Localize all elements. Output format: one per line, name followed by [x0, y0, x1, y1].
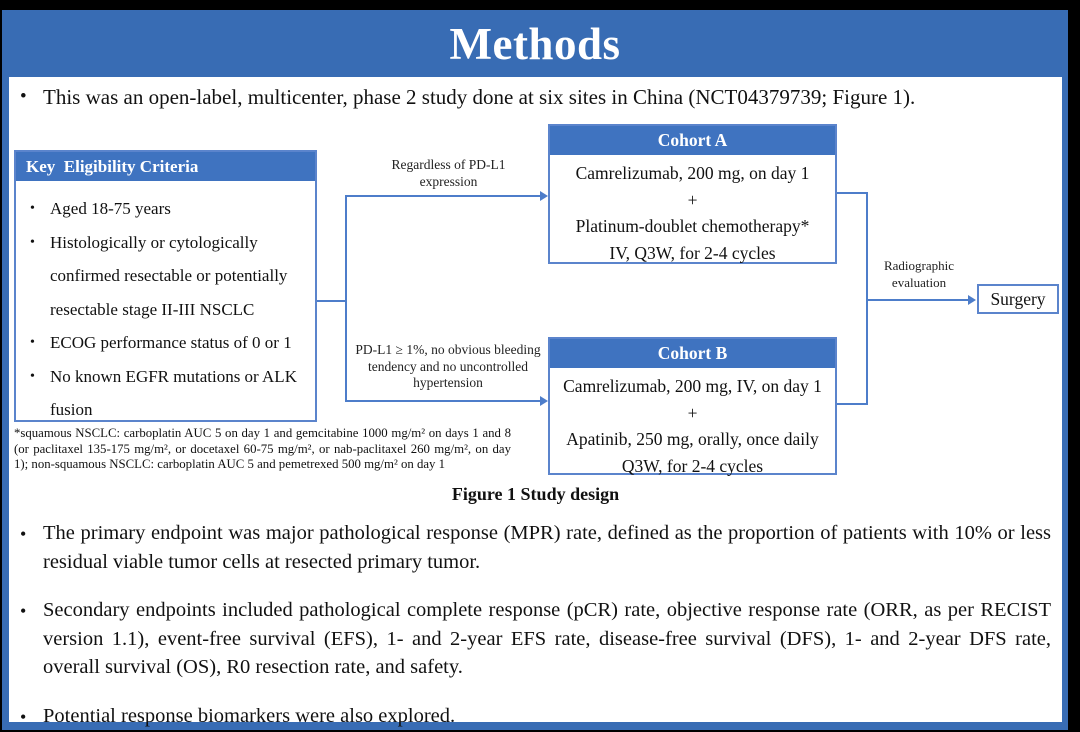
intro-bullet: This was an open-label, multicenter, pha… — [20, 83, 1050, 111]
eligibility-item: ECOG performance status of 0 or 1 — [24, 326, 309, 360]
connector-from-cohort-a — [837, 192, 868, 194]
connector-eligibility-stem — [317, 300, 345, 302]
cohort-b-body: Camrelizumab, 200 mg, IV, on day 1 + Apa… — [550, 368, 835, 479]
cohort-b-header: Cohort B — [550, 339, 835, 368]
connector-branch-vertical — [345, 195, 347, 402]
cohort-b-line: Apatinib, 250 mg, orally, once daily — [566, 429, 819, 449]
branch-a-label: Regardless of PD-L1 expression — [391, 157, 506, 189]
connector-to-cohort-b — [345, 400, 540, 402]
surgery-box: Surgery — [977, 284, 1059, 314]
surgery-label: Surgery — [990, 288, 1046, 309]
connector-merge-vertical — [866, 192, 868, 405]
primary-endpoint-bullet: The primary endpoint was major pathologi… — [20, 519, 1051, 576]
arrowhead-cohort-a — [540, 191, 548, 201]
eligibility-box: Key Eligibility Criteria Aged 18-75 year… — [14, 150, 317, 422]
radiographic-evaluation-label: Radiographic evaluation — [883, 258, 955, 290]
connector-to-cohort-a — [345, 195, 540, 197]
cohort-b-line: + — [687, 402, 698, 423]
secondary-endpoints-bullet: Secondary endpoints included pathologica… — [20, 596, 1051, 682]
cohort-b-line: Camrelizumab, 200 mg, IV, on day 1 — [563, 376, 822, 396]
branch-b-label: PD-L1 ≥ 1%, no obvious bleeding tendency… — [355, 342, 541, 390]
cohort-a-header: Cohort A — [550, 126, 835, 155]
chemotherapy-footnote: *squamous NSCLC: carboplatin AUC 5 on da… — [14, 426, 511, 472]
slide-content: This was an open-label, multicenter, pha… — [9, 77, 1062, 730]
cohort-a-line: IV, Q3W, for 2-4 cycles — [609, 242, 776, 263]
cohort-b-box: Cohort B Camrelizumab, 200 mg, IV, on da… — [548, 337, 837, 476]
eligibility-item: Histologically or cytologically confirme… — [24, 226, 309, 327]
figure-caption: Figure 1 Study design — [451, 484, 620, 504]
cohort-a-line: Camrelizumab, 200 mg, on day 1 — [575, 163, 810, 183]
cohort-a-line: Platinum-doublet chemotherapy* — [575, 216, 810, 236]
eligibility-body: Aged 18-75 years Histologically or cytol… — [16, 181, 315, 427]
endpoint-bullets: The primary endpoint was major pathologi… — [20, 519, 1051, 732]
eligibility-header: Key Eligibility Criteria — [16, 152, 315, 181]
eligibility-item: Aged 18-75 years — [24, 192, 309, 226]
cohort-a-line: + — [687, 189, 698, 210]
cohort-a-box: Cohort A Camrelizumab, 200 mg, on day 1 … — [548, 124, 837, 264]
arrowhead-surgery — [968, 295, 976, 305]
cohort-b-line: Q3W, for 2-4 cycles — [621, 455, 764, 476]
page-title: Methods — [449, 18, 621, 69]
biomarkers-bullet: Potential response biomarkers were also … — [20, 702, 1051, 730]
connector-from-cohort-b — [837, 403, 868, 405]
arrowhead-cohort-b — [540, 396, 548, 406]
eligibility-item: No known EGFR mutations or ALK fusion — [24, 360, 309, 427]
cohort-a-body: Camrelizumab, 200 mg, on day 1 + Platinu… — [550, 155, 835, 266]
connector-to-surgery — [866, 299, 968, 301]
slide-title-bar: Methods — [2, 10, 1068, 77]
